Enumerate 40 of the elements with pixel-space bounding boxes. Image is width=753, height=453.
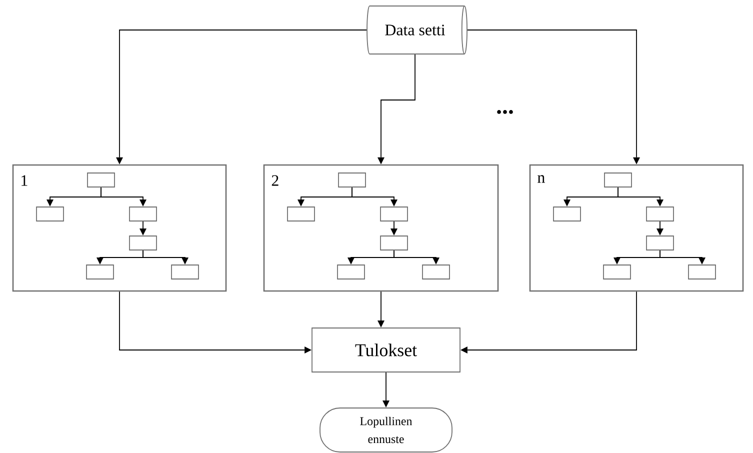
arrow bbox=[460, 291, 637, 354]
arrow bbox=[618, 187, 664, 207]
arrow bbox=[378, 54, 416, 164]
arrow bbox=[656, 221, 664, 236]
tree-panel: 1 bbox=[12, 164, 227, 292]
tree-node-box bbox=[646, 206, 674, 222]
tree-node-box bbox=[171, 264, 199, 280]
arrow bbox=[467, 30, 640, 164]
arrow bbox=[660, 250, 706, 265]
arrow bbox=[140, 221, 146, 236]
tree-node-box bbox=[129, 206, 157, 222]
arrow bbox=[119, 291, 312, 354]
tree-node-box bbox=[86, 264, 114, 280]
arrow bbox=[394, 250, 440, 265]
tree-node-box bbox=[603, 264, 631, 280]
tree-node-box bbox=[338, 172, 366, 188]
tree-node-box bbox=[287, 206, 315, 222]
tree-node-box bbox=[422, 264, 450, 280]
tree-node-box bbox=[87, 172, 115, 188]
tree-node-box bbox=[36, 206, 64, 222]
tree-node-box bbox=[688, 264, 716, 280]
arrow bbox=[142, 250, 188, 265]
data-cylinder: Data setti bbox=[366, 6, 468, 54]
tree-node-box bbox=[337, 264, 365, 280]
tree-panel: 2 bbox=[263, 164, 499, 292]
tree-node-box bbox=[380, 206, 408, 222]
tree-node-box bbox=[646, 236, 674, 250]
ellipsis-label: ... bbox=[497, 110, 513, 114]
tree-node-box bbox=[553, 206, 581, 222]
process-box: Tulokset bbox=[312, 328, 460, 372]
arrow bbox=[382, 372, 390, 408]
arrow bbox=[390, 221, 398, 236]
arrow bbox=[378, 291, 384, 328]
arrow bbox=[100, 187, 146, 207]
tree-panel: n bbox=[529, 164, 744, 292]
tree-node-box bbox=[129, 236, 157, 250]
tree-node-box bbox=[604, 172, 632, 188]
arrow bbox=[352, 187, 398, 207]
arrow bbox=[116, 30, 368, 164]
tree-node-box bbox=[380, 236, 408, 250]
